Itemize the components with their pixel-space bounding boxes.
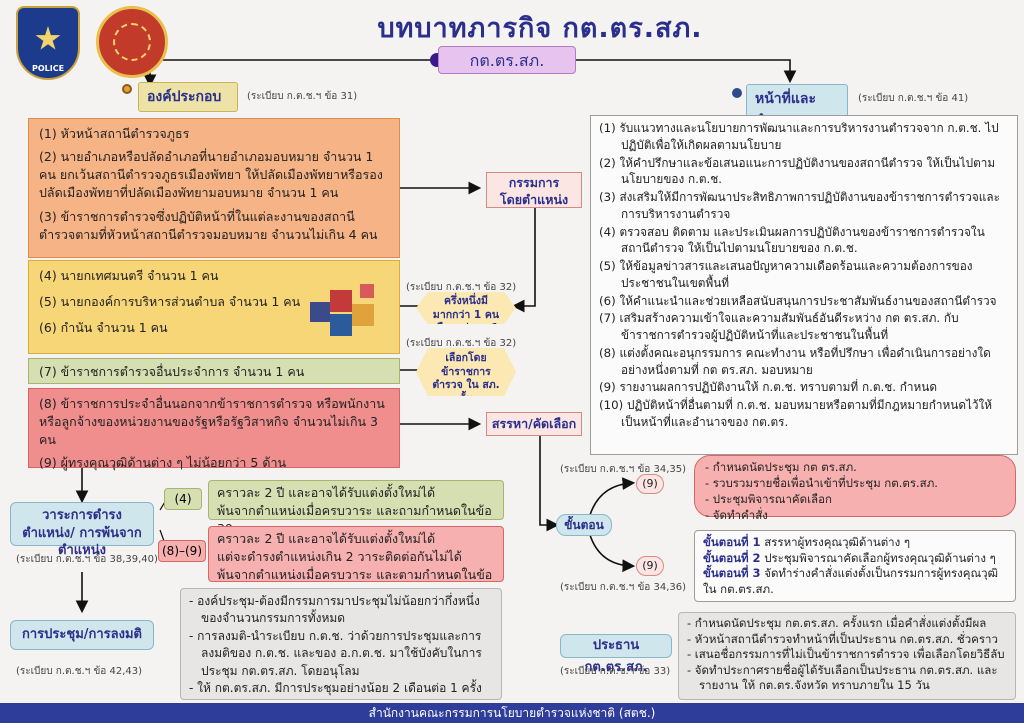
police-badge-logo: POLICE (16, 6, 80, 80)
hex2-ref: (ระเบียบ ก.ต.ช.ฯ ข้อ 32) (406, 338, 517, 349)
meeting-panel: - องค์ประชุม-ต้องมีกรรมการมาประชุมไม่น้อ… (180, 588, 502, 700)
steps-top-item: - จัดทำคำสั่ง (705, 508, 768, 523)
steps-top-item: - กำหนดนัดประชุม กต ตร.สภ. (705, 460, 857, 474)
duty-item: (4) ตรวจสอบ ติดตาม และประเมินผลการปฏิบัต… (599, 224, 985, 256)
steps-label: ขั้นตอน (556, 514, 612, 536)
steps-circle-top: (9) (636, 474, 664, 494)
step-1: ขั้นตอนที่ 1 สรรหาผู้ทรงคุณวุฒิด้านต่าง … (703, 535, 1007, 551)
chair-item: - กำหนดนัดประชุม กต.ตร.สภ. ครั้งแรก เมื่… (687, 616, 987, 630)
step-1-title: ขั้นตอนที่ 1 (703, 535, 761, 549)
term-text-89: คราวละ 2 ปี และอาจได้รับแต่งตั้งใหม่ได้ … (208, 526, 504, 600)
meeting-ref: (ระเบียบ ก.ต.ช.ฯ ข้อ 42,43) (16, 666, 143, 677)
chair-item: - หัวหน้าสถานีตำรวจทำหน้าที่เป็นประธาน ก… (687, 631, 998, 646)
steps-circle-bottom: (9) (636, 556, 664, 576)
duty-item: (7) เสริมสร้างความเข้าใจและความสัมพันธ์อ… (599, 311, 959, 342)
duty-item: (10) ปฏิบัติหน้าที่อื่นตามที่ ก.ต.ช. มอบ… (599, 398, 993, 429)
composition-item-8: (8) ข้าราชการประจำอื่นนอกจากข้าราชการตำร… (39, 396, 385, 448)
duties-ref: (ระเบียบ ก.ต.ช.ฯ ข้อ 41) (858, 93, 969, 104)
meeting-item: - การลงมติ-นำระเบียบ ก.ต.ช. ว่าด้วยการปร… (189, 628, 482, 678)
term-header: วาระการดำรงตำแหน่ง/ การพ้นจากตำแหน่ง (10, 502, 154, 558)
puzzle-illustration (300, 280, 390, 344)
duty-item: (8) แต่งตั้งคณะอนุกรรมการ คณะทำงาน หรือท… (599, 345, 991, 377)
composition-item-9: (9) ผู้ทรงคุณวุฒิด้านต่าง ๆ ไม่น้อยกว่า … (39, 455, 287, 471)
composition-item-5: (5) นายกองค์การบริหารส่วนตำบล จำนวน 1 คน (39, 294, 301, 310)
center-label: กต.ตร.สภ. (438, 46, 576, 74)
chair-item: - เสนอชื่อกรรมการที่ไม่เป็นข้าราชการตำรว… (687, 647, 1005, 662)
term-text-89-line: แต่จะดำรงตำแหน่งเกิน 2 วาระติดต่อกันไม่ไ… (217, 549, 462, 565)
hex1-node: ครึ่งหนึ่งมีมากกว่า 1 คน เลือกกลุ่มละ 1 … (416, 292, 516, 324)
term-tag-89: (8)–(9) (158, 540, 206, 562)
ex-officio-node: กรรมการ โดยตำแหน่ง (486, 172, 582, 208)
chair-item: - จัดทำประกาศรายชื่อผู้ได้รับเลือกเป็นปร… (687, 662, 998, 693)
step-2-title: ขั้นตอนที่ 2 (703, 550, 761, 565)
composition-header: องค์ประกอบ (138, 82, 238, 112)
composition-ref: (ระเบียบ ก.ต.ช.ฯ ข้อ 31) (247, 91, 358, 102)
composition-dot (122, 84, 132, 94)
chair-header: ประธาน กต.ตร.สภ. (560, 634, 672, 675)
badge-text: POLICE (31, 64, 65, 73)
composition-item-3: (3) ข้าราชการตำรวจซึ่งปฏิบัติหน้าที่ในแต… (39, 208, 378, 242)
hex1-ref: (ระเบียบ ก.ต.ช.ฯ ข้อ 32) (406, 282, 517, 293)
star-icon (35, 26, 61, 50)
term-text-89-line: คราวละ 2 ปี และอาจได้รับแต่งตั้งใหม่ได้ (217, 531, 436, 546)
page-title: บทบาทภารกิจ กต.ตร.สภ. (377, 13, 703, 44)
duty-item: (5) ให้ข้อมูลข่าวสารและเสนอปัญหาความเดือ… (599, 259, 973, 290)
composition-green-panel: (7) ข้าราชการตำรวจอื่นประจำการ จำนวน 1 ค… (28, 358, 400, 384)
composition-pink-panel: (8) ข้าราชการประจำอื่นนอกจากข้าราชการตำร… (28, 388, 400, 470)
steps-ref-bottom: (ระเบียบ ก.ต.ช.ฯ ข้อ 34,36) (560, 582, 687, 593)
step-2-text: ประชุมพิจารณาคัดเลือกผู้ทรงคุณวุฒิด้านต่… (760, 550, 996, 565)
duties-dot (732, 88, 742, 98)
duty-item: (6) ให้คำแนะนำและช่วยเหลือสนับสนุนการประ… (599, 293, 997, 308)
term-tag-4: (4) (164, 488, 202, 510)
chair-ref: (ระเบียบ ก.ต.ช.ฯ ข้อ 33) (560, 666, 671, 677)
chair-panel: - กำหนดนัดประชุม กต.ตร.สภ. ครั้งแรก เมื่… (678, 612, 1016, 700)
steps-top-item: - รวบรวมรายชื่อเพื่อนำเข้าที่ประชุม กต.ต… (705, 476, 938, 491)
composition-orange-panel: (1) หัวหน้าสถานีตำรวจภูธร (2) นายอำเภอหร… (28, 118, 400, 258)
duties-panel: (1) รับแนวทางและนโยบายการพัฒนาและการบริห… (590, 115, 1018, 455)
step-1-text: สรรหาผู้ทรงคุณวุฒิด้านต่าง ๆ (760, 535, 911, 549)
step-3-text: จัดทำร่างคำสั่งแต่งตั้งเป็นกรรมการผู้ทรง… (703, 566, 998, 596)
composition-item-2: (2) นายอำเภอหรือปลัดอำเภอที่นายอำเภอมอบห… (39, 149, 383, 201)
emblem-logo (96, 6, 168, 78)
steps-ref-top: (ระเบียบ ก.ต.ช.ฯ ข้อ 34,35) (560, 464, 687, 475)
composition-item-6: (6) กำนัน จำนวน 1 คน (39, 320, 168, 336)
duty-item: (2) ให้คำปรึกษาและข้อเสนอแนะการปฏิบัติงา… (599, 155, 996, 187)
step-2: ขั้นตอนที่ 2 ประชุมพิจารณาคัดเลือกผู้ทรง… (703, 551, 1007, 567)
steps-bottom-panel: ขั้นตอนที่ 1 สรรหาผู้ทรงคุณวุฒิด้านต่าง … (694, 530, 1016, 602)
duty-item: (1) รับแนวทางและนโยบายการพัฒนาและการบริห… (599, 121, 999, 152)
hex2-node: เลือกโดย ข้าราชการตำรวจ ใน สภ. นั้น (416, 348, 516, 396)
duty-item: (3) ส่งเสริมให้มีการพัฒนาประสิทธิภาพการป… (599, 190, 1000, 221)
step-3-title: ขั้นตอนที่ 3 (703, 566, 761, 581)
composition-yellow-panel: (4) นายกเทศมนตรี จำนวน 1 คน (5) นายกองค์… (28, 260, 400, 354)
term-text-4: คราวละ 2 ปี และอาจได้รับแต่งตั้งใหม่ได้ … (208, 480, 504, 536)
duty-item: (9) รายงานผลการปฏิบัติงานให้ ก.ต.ช. ทราบ… (599, 380, 938, 395)
select-node: สรรหา/คัดเลือก (486, 412, 582, 436)
meeting-item: - องค์ประชุม-ต้องมีกรรมการมาประชุมไม่น้อ… (189, 594, 480, 626)
term-text-4-line: คราวละ 2 ปี และอาจได้รับแต่งตั้งใหม่ได้ (217, 485, 436, 500)
meeting-header: การประชุม/การลงมติ (10, 620, 154, 650)
term-ref: (ระเบียบ ก.ต.ช.ฯ ข้อ 38,39,40) (16, 554, 158, 565)
steps-top-item: - ประชุมพิจารณาคัดเลือก (705, 492, 832, 507)
composition-item-4: (4) นายกเทศมนตรี จำนวน 1 คน (39, 268, 219, 283)
footer-bar: สำนักงานคณะกรรมการนโยบายตำรวจแห่งชาติ (ส… (0, 703, 1024, 723)
steps-top-panel: - กำหนดนัดประชุม กต ตร.สภ. - รวบรวมรายชื… (694, 455, 1016, 522)
step-3: ขั้นตอนที่ 3 จัดทำร่างคำสั่งแต่งตั้งเป็น… (703, 566, 1007, 597)
composition-item-1: (1) หัวหน้าสถานีตำรวจภูธร (39, 126, 190, 141)
composition-item-7: (7) ข้าราชการตำรวจอื่นประจำการ จำนวน 1 ค… (39, 364, 305, 379)
meeting-item: - ให้ กต.ตร.สภ. มีการประชุมอย่างน้อย 2 เ… (189, 680, 482, 695)
